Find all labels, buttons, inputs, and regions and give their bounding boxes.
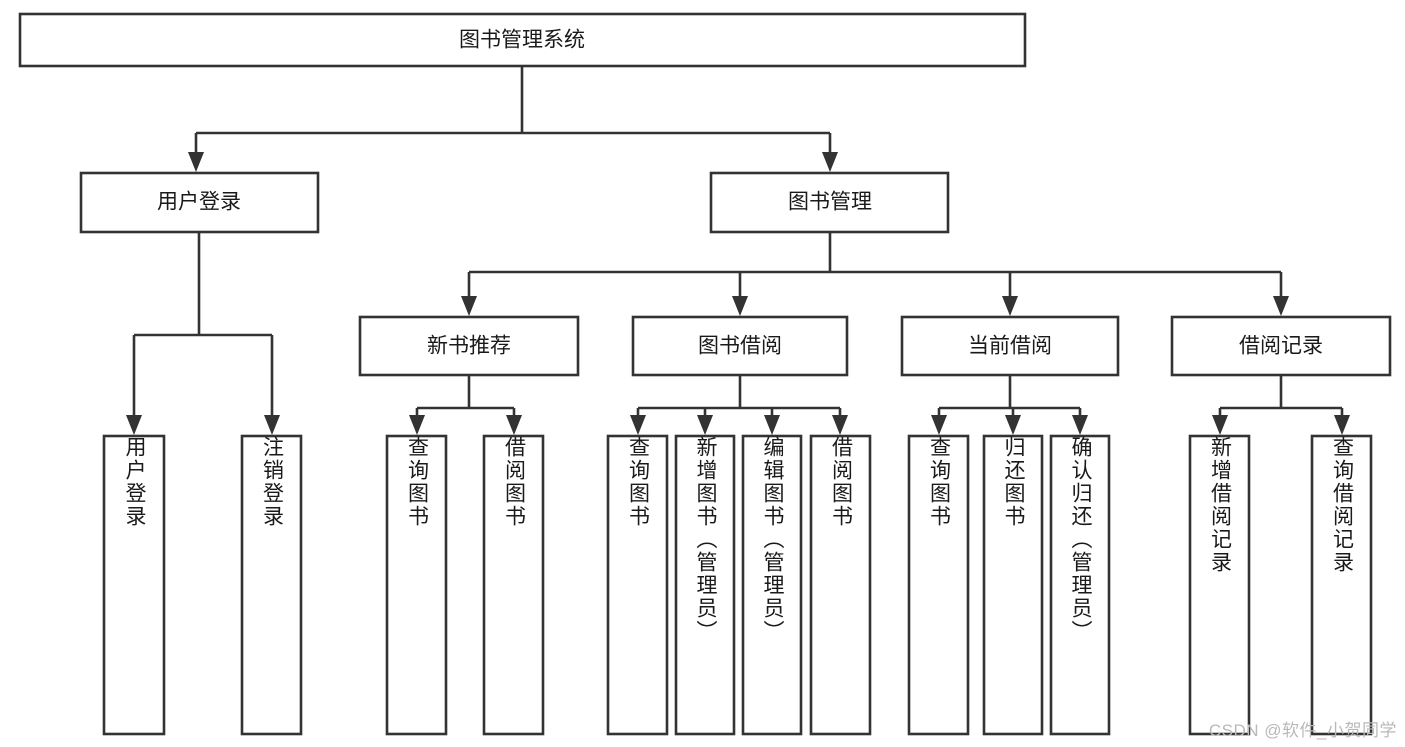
leaf-box-add-book[interactable] bbox=[674, 434, 736, 736]
node-new-book-recommend[interactable]: 新书推荐 bbox=[358, 315, 580, 377]
node-book-management[interactable]: 图书管理 bbox=[709, 171, 950, 234]
node-label-user-login: 用户登录 bbox=[157, 191, 241, 214]
node-book-borrow[interactable]: 图书借阅 bbox=[631, 315, 849, 377]
node-label-new-book-recommend: 新书推荐 bbox=[427, 335, 511, 358]
node-label-title: 图书管理系统 bbox=[459, 29, 585, 52]
connector-borrow-record-to-leaves bbox=[1212, 375, 1350, 435]
leaf-box-query-borrow-record[interactable] bbox=[1310, 434, 1373, 736]
node-user-login[interactable]: 用户登录 bbox=[79, 171, 320, 234]
node-label-book-management: 图书管理 bbox=[788, 191, 872, 214]
connector-book-management-to-level3 bbox=[461, 232, 1289, 316]
leaf-box-return-book[interactable] bbox=[982, 434, 1044, 736]
node-borrow-record[interactable]: 借阅记录 bbox=[1170, 315, 1392, 377]
leaf-box-logout-login[interactable] bbox=[240, 434, 303, 736]
leaf-boxes bbox=[102, 434, 1373, 736]
leaf-box-query-book-2[interactable] bbox=[606, 434, 669, 736]
leaf-box-edit-book[interactable] bbox=[741, 434, 803, 736]
node-book-management-system[interactable]: 图书管理系统 bbox=[18, 12, 1027, 68]
leaf-box-borrow-book-2[interactable] bbox=[809, 434, 872, 736]
connector-new-book-recommend-to-leaves bbox=[409, 375, 522, 435]
node-label-book-borrow: 图书借阅 bbox=[698, 335, 782, 358]
leaf-box-query-book-1[interactable] bbox=[385, 434, 448, 736]
connector-current-borrow-to-leaves bbox=[931, 375, 1088, 435]
csdn-watermark: CSDN @软件_小贺同学 bbox=[1208, 721, 1397, 740]
leaf-box-borrow-book-1[interactable] bbox=[482, 434, 545, 736]
leaf-box-confirm-return[interactable] bbox=[1049, 434, 1111, 736]
leaf-box-user-login[interactable] bbox=[102, 434, 166, 736]
node-label-borrow-record: 借阅记录 bbox=[1239, 335, 1323, 358]
connector-book-borrow-to-leaves bbox=[630, 375, 848, 435]
connector-user-login-to-leaves bbox=[126, 232, 280, 435]
leaf-box-add-borrow-record[interactable] bbox=[1188, 434, 1251, 736]
connector-root-to-level2 bbox=[188, 66, 838, 172]
node-label-current-borrow: 当前借阅 bbox=[968, 335, 1052, 358]
node-current-borrow[interactable]: 当前借阅 bbox=[900, 315, 1120, 377]
leaf-box-query-book-3[interactable] bbox=[907, 434, 970, 736]
